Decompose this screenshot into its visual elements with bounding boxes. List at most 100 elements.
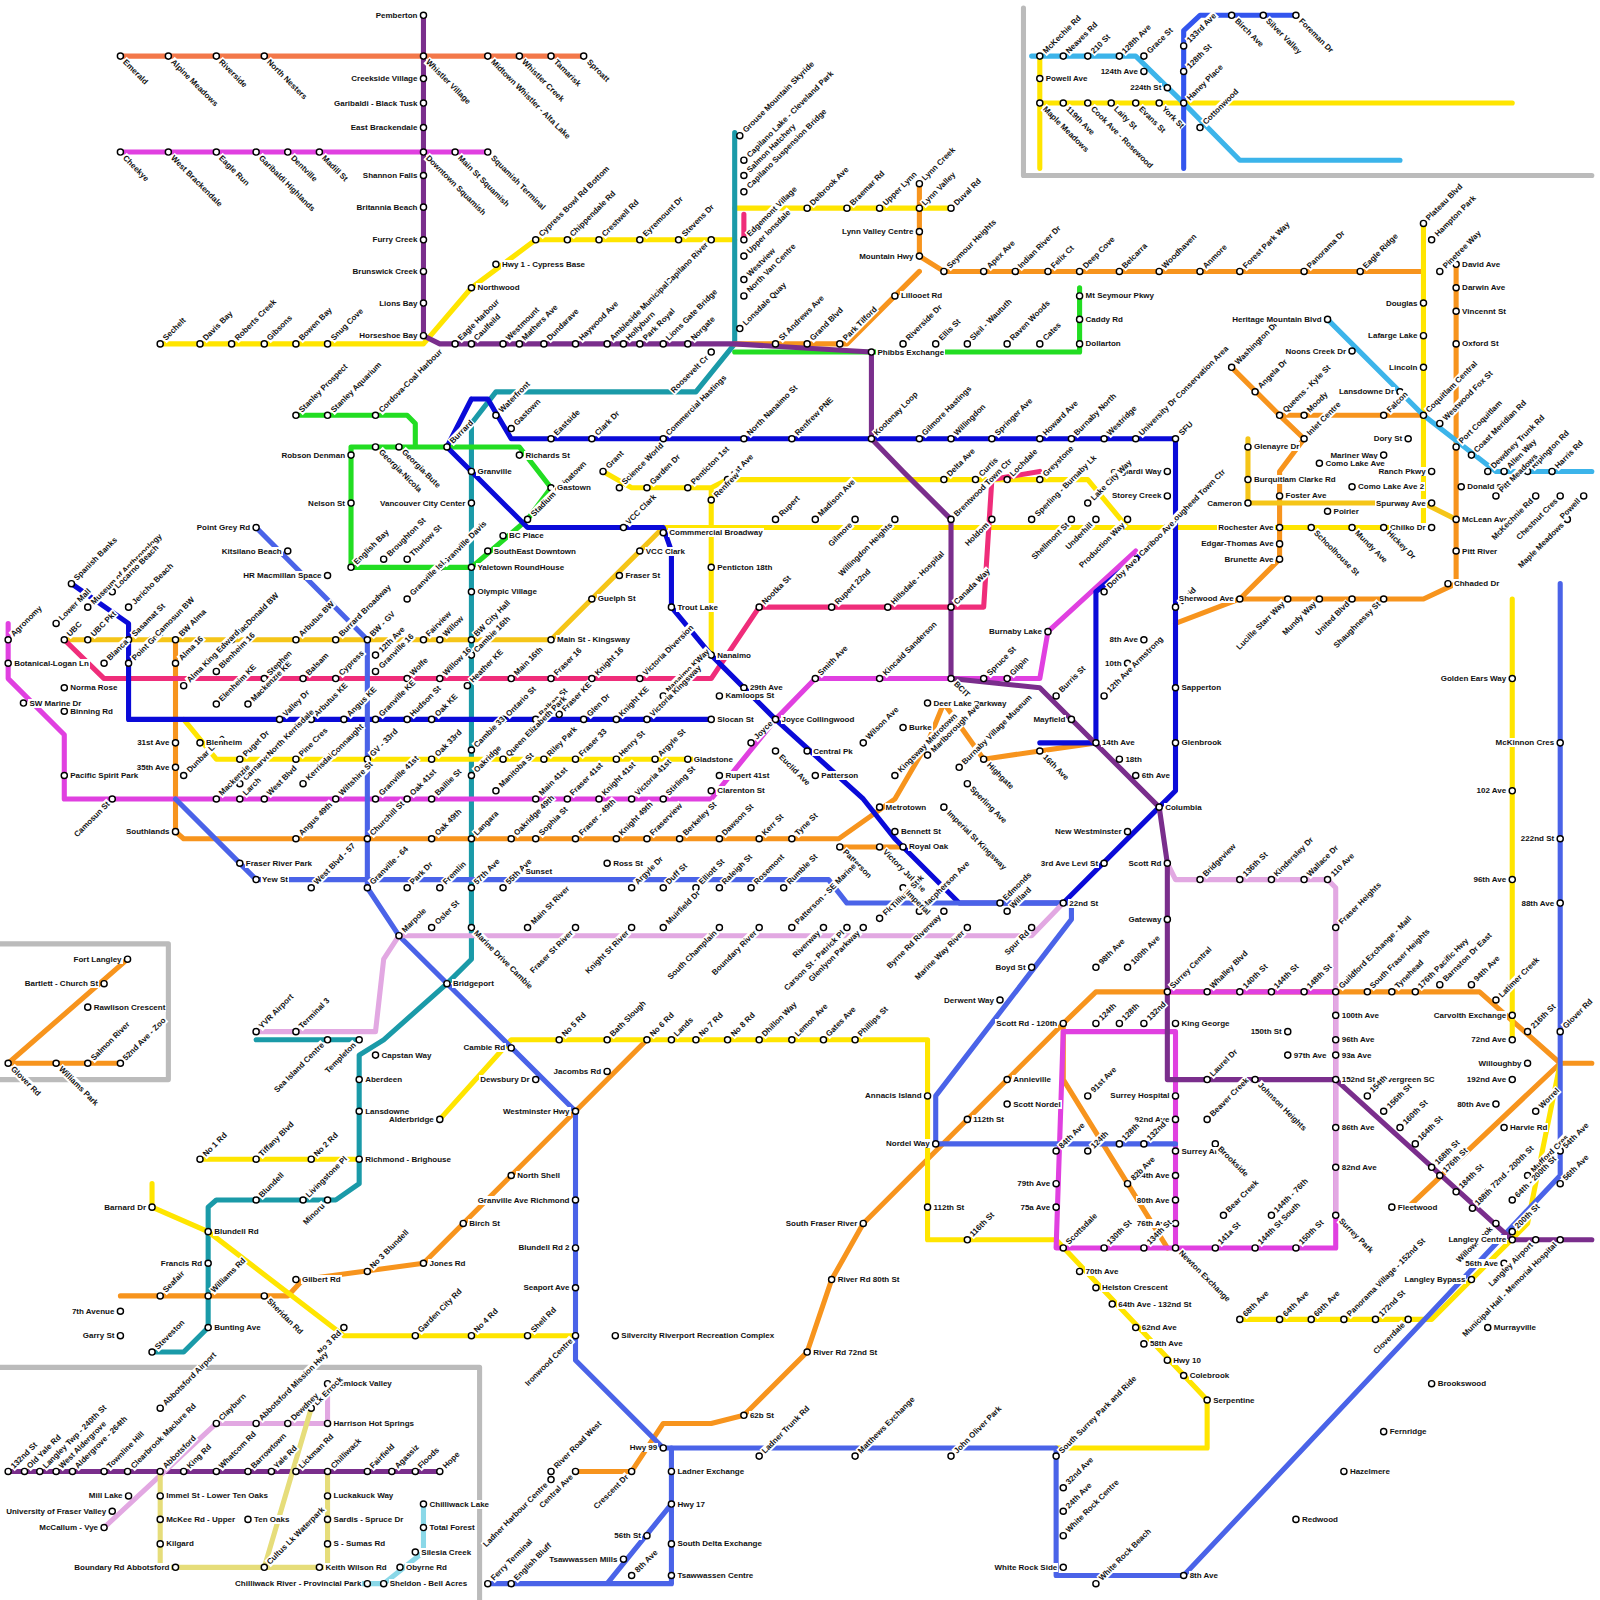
station-label: Burrard Broadway [336, 582, 393, 639]
station-dot [716, 924, 722, 930]
station-dot [1333, 1212, 1339, 1218]
station-label: Scott Rd [1127, 859, 1162, 868]
station-dot [1093, 1581, 1099, 1587]
station-label: Riley Park [544, 724, 579, 759]
station-dot [1493, 1220, 1499, 1226]
station-dot [101, 660, 107, 666]
station-label: Felix Ct [1048, 243, 1076, 271]
station-dot [468, 772, 474, 778]
station-dot [1333, 1077, 1339, 1083]
station-label: Aberdeen [364, 1075, 403, 1084]
station-dot [1501, 468, 1507, 474]
station-label: Gastown [556, 483, 592, 492]
station-dot [1237, 268, 1243, 274]
station-label: Harrison Hot Springs [333, 1419, 415, 1428]
station-label: Cordova-Coal Harbour [376, 346, 444, 414]
station-dot [613, 756, 619, 762]
station-dot [372, 444, 378, 450]
station-dot [1093, 964, 1099, 970]
station-dot [245, 701, 251, 707]
station-label: Madison Ave [816, 477, 858, 519]
station-dot [1357, 268, 1363, 274]
station-dot [324, 1420, 330, 1426]
station-label: Sardis - Spruce Dr [333, 1515, 405, 1524]
station-label: Sheldon - Bell Acres [389, 1579, 469, 1588]
station-dot [464, 683, 470, 689]
station-dot [572, 341, 578, 347]
station-label: Bunting Ave [213, 1323, 262, 1332]
station-label: Latimer Creek [1496, 954, 1542, 1000]
station-dot [1116, 1141, 1122, 1147]
station-label: Woodhaven [1160, 231, 1200, 271]
station-dot [404, 796, 410, 802]
station-dot [420, 124, 426, 130]
station-label: Richards St [524, 451, 570, 460]
inset-frame [1023, 8, 1591, 175]
station-dot [1085, 100, 1091, 106]
station-dot [205, 1229, 211, 1235]
station-dot [541, 341, 547, 347]
station-label: Point Grey Rd [196, 523, 251, 532]
station-dot [660, 924, 666, 930]
station-label: Jacombs Rd [553, 1067, 603, 1076]
station-dot [860, 740, 866, 746]
station-dot [213, 1468, 219, 1474]
station-dot [324, 1037, 330, 1043]
station-label: Park Dr [407, 859, 435, 887]
station-label: Fraser 16 [551, 645, 584, 678]
station-label: Angus 49th [296, 800, 335, 839]
station-dot [1060, 100, 1066, 106]
station-label: 62nd Ave [1141, 1323, 1178, 1332]
station-dot [741, 237, 747, 243]
station-dot [285, 1420, 291, 1426]
station-dot [1557, 1237, 1563, 1243]
station-dot [245, 1516, 251, 1522]
station-label: Fraser St [624, 571, 661, 580]
station-dot [1229, 12, 1235, 18]
inset-frame [0, 1367, 480, 1600]
station-dot [485, 149, 491, 155]
station-dot [1085, 500, 1091, 506]
station-label: Museum of Anthropology [88, 531, 164, 607]
station-label: Kincaid Sanderson [880, 619, 939, 678]
station-dot [396, 933, 402, 939]
station-dot [468, 341, 474, 347]
station-dot [1268, 989, 1274, 995]
station-dot [668, 1541, 674, 1547]
station-dot [629, 924, 635, 930]
station-dot [468, 885, 474, 891]
station-dot [253, 877, 259, 883]
station-dot [420, 12, 426, 18]
station-dot [420, 204, 426, 210]
station-label: Como Lake Ave [1324, 459, 1385, 468]
station-label: University of Fraser Valley [5, 1507, 107, 1516]
station-label: Surrey Hospital [1109, 1091, 1170, 1100]
station-dot [964, 1116, 970, 1122]
station-dot [1237, 989, 1243, 995]
station-label: Britannia Beach [356, 203, 419, 212]
station-label: Ten Oaks [253, 1515, 290, 1524]
station-label: New Westminster [1054, 827, 1123, 836]
station-dot [1029, 964, 1035, 970]
station-dot [1116, 53, 1122, 59]
station-dot [644, 716, 650, 722]
station-label: Garibaldi Highlands [256, 152, 317, 213]
station-label: No 4 Rd [472, 1306, 501, 1335]
station-dot [420, 268, 426, 274]
station-label: Knight KE [617, 684, 652, 719]
station-dot [356, 1156, 362, 1162]
station-dot [1245, 500, 1251, 506]
station-label: 94th Ave [1472, 953, 1503, 984]
station-label: Phillips St [855, 1004, 890, 1039]
station-dot [1277, 524, 1283, 530]
station-dot [1060, 1020, 1066, 1026]
station-dot [1381, 524, 1387, 530]
station-label: Bennett St [900, 827, 942, 836]
station-dot [548, 1477, 554, 1483]
station-label: Foster Ave [1285, 491, 1328, 500]
station-dot [829, 1277, 835, 1283]
station-dot [420, 172, 426, 178]
station-dot [1333, 1037, 1339, 1043]
station-dot [324, 1468, 330, 1474]
station-dot [820, 924, 826, 930]
